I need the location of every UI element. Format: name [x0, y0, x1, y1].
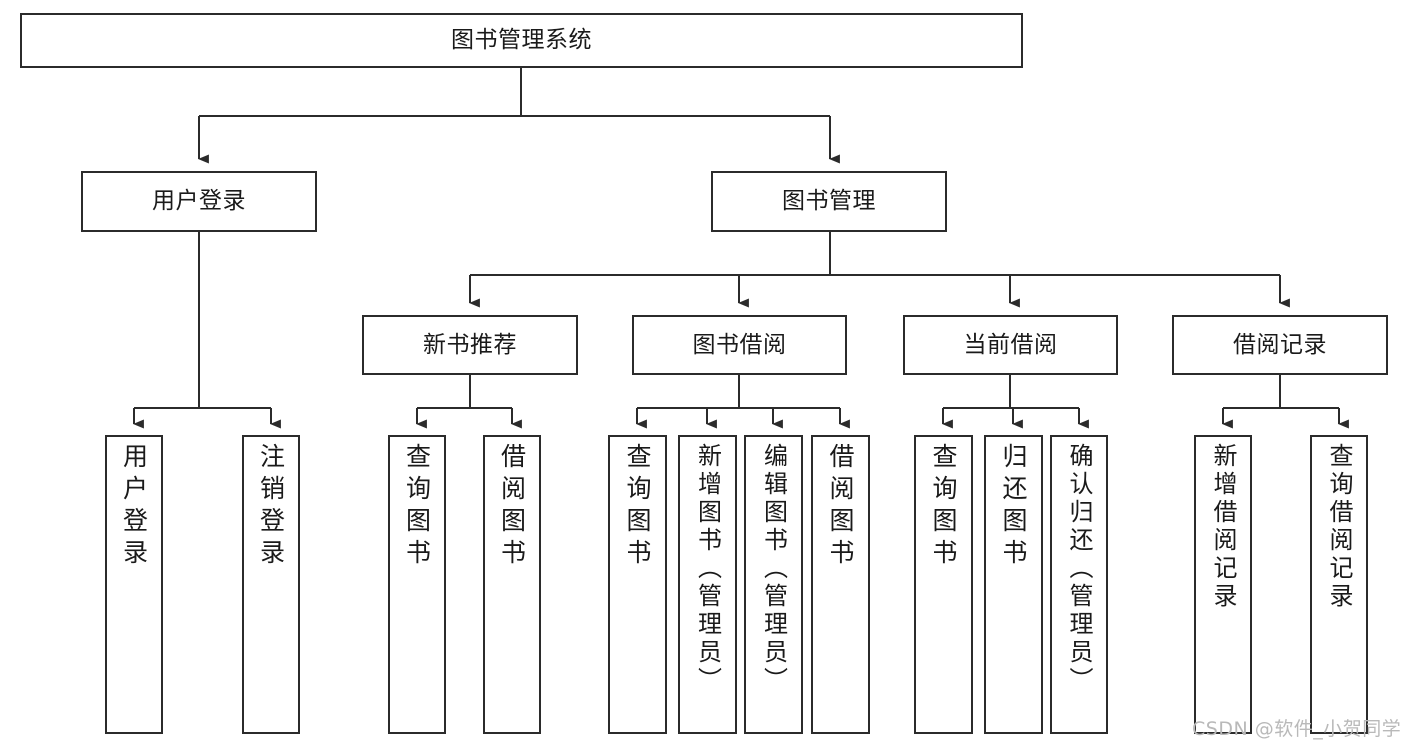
node-leaf[interactable]: 归还图书: [984, 435, 1043, 734]
node-label: 图书管理: [782, 188, 876, 214]
node-leaf[interactable]: 查询图书: [914, 435, 973, 734]
node-label: 查询图书: [929, 443, 958, 571]
node-label: 当前借阅: [963, 331, 1058, 358]
node-level2[interactable]: 用户登录: [81, 171, 317, 232]
node-level3[interactable]: 借阅记录: [1172, 315, 1388, 375]
node-leaf[interactable]: 借阅图书: [811, 435, 870, 734]
node-label: 用户登录: [152, 188, 246, 214]
node-leaf[interactable]: 注销登录: [242, 435, 300, 734]
node-level3[interactable]: 图书借阅: [632, 315, 847, 375]
node-label: 图书借阅: [692, 331, 787, 358]
node-label: 借阅图书: [497, 443, 527, 571]
node-label: 编辑图书（管理员）: [759, 443, 788, 695]
node-leaf[interactable]: 新增借阅记录: [1194, 435, 1252, 734]
node-label: 借阅记录: [1233, 331, 1327, 358]
node-leaf[interactable]: 编辑图书（管理员）: [744, 435, 803, 734]
node-label: 确认归还（管理员）: [1065, 443, 1093, 695]
node-label: 新增借阅记录: [1209, 443, 1237, 611]
node-leaf[interactable]: 查询图书: [608, 435, 667, 734]
node-leaf[interactable]: 查询图书: [388, 435, 446, 734]
node-label: 注销登录: [256, 443, 286, 571]
node-label: 查询图书: [623, 443, 652, 571]
node-leaf[interactable]: 确认归还（管理员）: [1050, 435, 1108, 734]
node-leaf[interactable]: 查询借阅记录: [1310, 435, 1368, 734]
node-label: 新书推荐: [423, 331, 517, 358]
node-leaf[interactable]: 借阅图书: [483, 435, 541, 734]
csdn-watermark: CSDN @软件_小贺同学: [1192, 718, 1402, 740]
node-leaf[interactable]: 新增图书（管理员）: [678, 435, 737, 734]
node-leaf[interactable]: 用户登录: [105, 435, 163, 734]
node-level3[interactable]: 当前借阅: [903, 315, 1118, 375]
node-label: 用户登录: [119, 443, 149, 571]
node-root[interactable]: 图书管理系统: [20, 13, 1023, 68]
node-level3[interactable]: 新书推荐: [362, 315, 578, 375]
node-label: 归还图书: [999, 443, 1028, 571]
node-level2[interactable]: 图书管理: [711, 171, 947, 232]
node-label: 新增图书（管理员）: [693, 443, 722, 695]
node-label: 查询图书: [402, 443, 432, 571]
node-label: 图书管理系统: [451, 27, 592, 53]
node-label: 查询借阅记录: [1325, 443, 1353, 611]
node-label: 借阅图书: [826, 443, 855, 571]
